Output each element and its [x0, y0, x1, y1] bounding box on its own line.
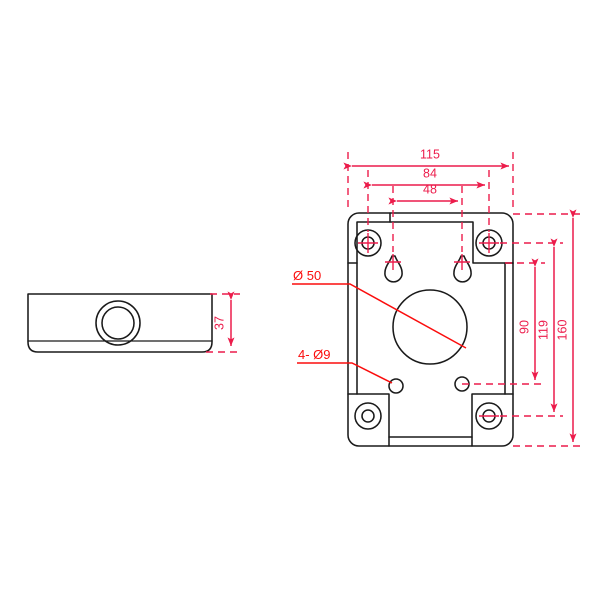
corner-boss-top-right: [475, 229, 503, 257]
horizontal-dimension-group: 115 84 48: [343, 147, 514, 252]
annotation-label-center-bore: Ø 50: [293, 268, 321, 283]
dim-label-37: 37: [212, 316, 226, 330]
annotation-label-small-hole: 4- Ø9: [298, 347, 331, 362]
corner-boss-bottom-left: [354, 402, 382, 430]
small-hole-left: [388, 378, 404, 394]
keyhole-slot-left: [384, 254, 403, 283]
side-view-outline: [27, 293, 213, 353]
boss-bl-inner: [361, 409, 375, 423]
boss-tr-crosshair: [479, 233, 499, 253]
dim-label-84: 84: [423, 166, 437, 180]
annotation-small-hole: 4- Ø9: [297, 347, 393, 384]
side-view-boss-outer: [95, 300, 141, 346]
keyhole-slot-right: [453, 254, 472, 283]
vertical-dimension-group: 90 119 160: [462, 209, 583, 447]
keyhole-left-crosshair: [385, 254, 401, 270]
dim-label-48: 48: [423, 182, 437, 196]
dimension-side-height-37: 37: [206, 291, 240, 353]
keyhole-right-crosshair: [454, 254, 470, 270]
dim-label-119: 119: [536, 320, 550, 340]
boss-bl-outer: [354, 402, 382, 430]
recess-left-vertical: [347, 221, 391, 264]
side-view-boss-inner: [101, 306, 135, 340]
leader-line-center-bore: [292, 283, 467, 349]
recess-top-left-step: [389, 212, 514, 264]
keyhole-left-profile: [384, 255, 403, 283]
boss-tl-crosshair: [358, 233, 378, 253]
dim-label-160: 160: [555, 320, 569, 341]
recess-bottom-left-step: [356, 393, 390, 447]
leader-line-small-hole: [297, 362, 393, 384]
corner-boss-top-left: [354, 229, 382, 257]
dim-label-115: 115: [420, 147, 440, 161]
dim-label-90: 90: [517, 320, 531, 334]
annotation-center-bore: Ø 50: [292, 268, 467, 349]
plate-outline: [347, 212, 514, 447]
center-bore: [392, 289, 468, 365]
side-elevation-view: [27, 293, 213, 353]
keyhole-right-profile: [453, 255, 472, 283]
